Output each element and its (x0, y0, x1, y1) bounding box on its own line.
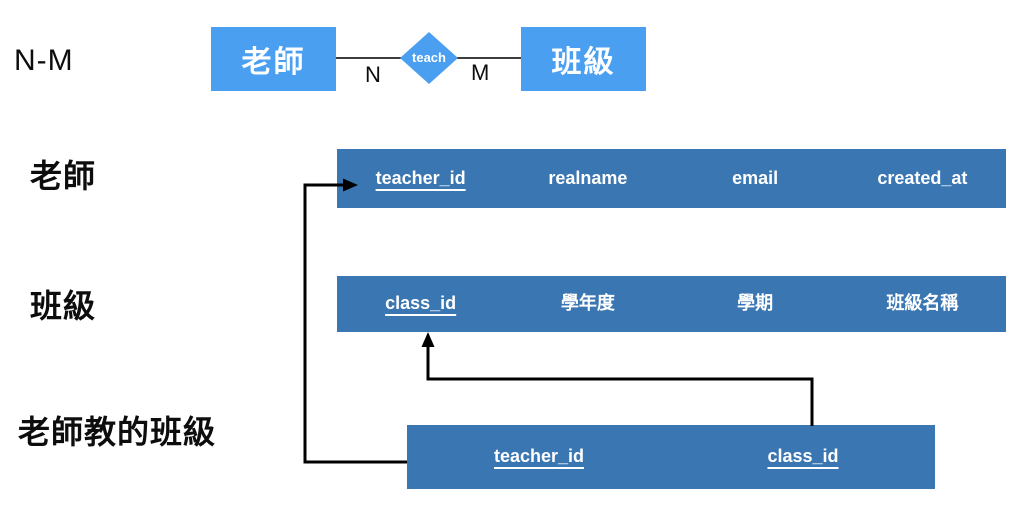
class-table: class_id 學年度 學期 班級名稱 (337, 276, 1006, 332)
teacher-table: teacher_id realname email created_at (337, 149, 1006, 208)
entity-box-class: 班級 (521, 27, 646, 91)
column-class_id: class_id (385, 293, 457, 314)
cardinality-n-label: N (365, 62, 381, 87)
relationship-label: teach (412, 50, 446, 65)
row-label-class: 班級 (30, 288, 97, 324)
fk-class-connector (426, 346, 814, 426)
column-class_id: class_id (767, 446, 839, 467)
row-label-teacher: 老師 (30, 158, 97, 194)
entity-box-teacher: 老師 (211, 27, 336, 91)
column-realname: realname (548, 167, 628, 188)
column-teacher_id: teacher_id (375, 167, 466, 188)
column-班級名稱: 班級名稱 (886, 293, 959, 314)
row-label-junction: 老師教的班級 (18, 414, 217, 450)
column-學年度: 學年度 (560, 293, 615, 314)
column-created_at: created_at (877, 167, 968, 188)
column-teacher_id: teacher_id (493, 446, 585, 467)
junction-table: teacher_id class_id (407, 425, 935, 489)
cardinality-m-label: M (471, 60, 490, 85)
relationship-type-label: N-M (14, 44, 74, 77)
column-學期: 學期 (737, 293, 774, 314)
fk-class-arrowhead (421, 332, 435, 347)
column-email: email (732, 167, 779, 188)
